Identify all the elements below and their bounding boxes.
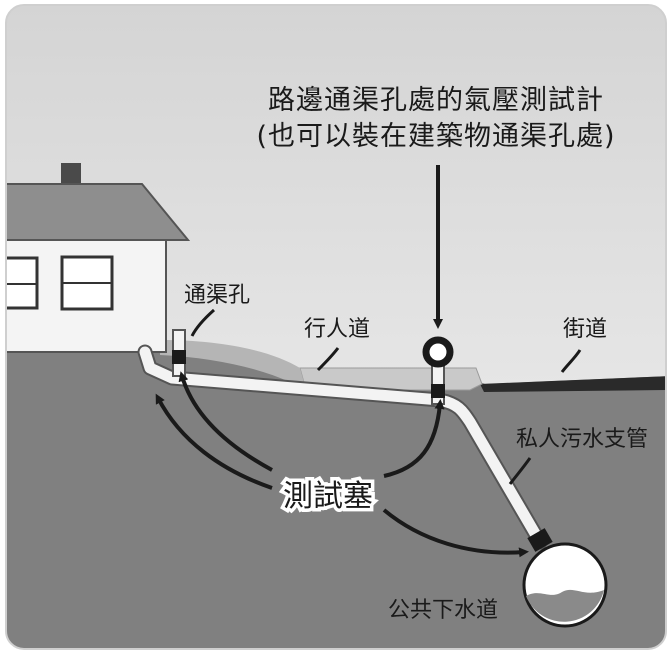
leader-sidewalk [316,347,340,372]
leader-lateral [508,457,532,485]
curb-cleanout-riser [422,336,454,405]
label-cleanout: 通渠孔 [184,283,250,308]
label-sidewalk: 行人道 [304,317,370,342]
test-plug-house [172,350,186,364]
lawn-slope [160,340,306,390]
house-cleanout-riser [172,329,186,377]
house [6,163,191,353]
label-test-plug: 測試塞 [283,479,373,514]
label-private-sewer-lateral: 私人污水支管 [516,427,648,452]
ground [6,340,666,649]
plug-arrow-4 [382,508,529,558]
label-street: 街道 [563,317,607,342]
title-line-1: 路邊通渠孔處的氣壓測試計 [268,85,604,116]
pressure-gauge [422,336,454,368]
street-surface [480,376,666,392]
test-plug-curb [431,384,445,398]
label-test-plug-text: 測試塞 [283,479,373,514]
sewer-pipe [137,344,548,550]
plug-arrow-1 [155,393,273,490]
public-sewer-main [522,528,608,628]
leader-cleanout [190,308,215,337]
house-chimney [61,163,81,185]
diagram-frame [5,4,667,650]
test-plug-sewer-connection [527,528,553,552]
title-line-2: (也可以裝在建築物通渠孔處) [256,121,615,152]
house-roof [6,183,191,241]
label-public-sewer: 公共下水道 [388,598,498,623]
leader-street [560,349,582,373]
sewage-water [526,589,604,622]
plug-arrow-3 [383,399,445,478]
plug-arrow-2 [178,371,273,472]
